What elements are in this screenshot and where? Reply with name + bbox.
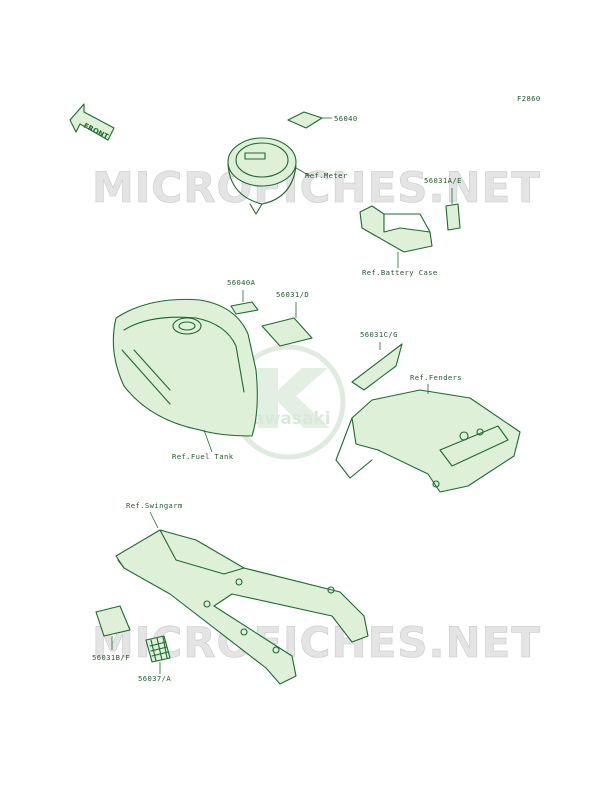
- part-56031c-g-label: 56031C/G: [351, 330, 403, 391]
- part-56040-text: 56040: [334, 114, 358, 123]
- part-56031a-e-text: 56031A/E: [424, 176, 462, 185]
- figure-code: F2860: [517, 94, 541, 103]
- ref-fenders-text: Ref.Fenders: [410, 373, 462, 382]
- part-56040a-text: 56040A: [227, 278, 256, 287]
- part-56037a-text: 56037/A: [138, 674, 171, 683]
- part-56031b-f-label: 56031B/F: [92, 605, 131, 662]
- front-arrow-icon: FRONT: [69, 103, 115, 141]
- part-56031c-g-text: 56031C/G: [360, 330, 398, 339]
- battery-case-part: Ref.Battery Case: [359, 205, 438, 277]
- part-56040-label: 56040: [287, 111, 358, 129]
- fender-part: Ref.Fenders: [335, 373, 521, 493]
- part-56040a-label: 56040A: [227, 278, 259, 315]
- ref-meter-text: Ref.Meter: [305, 171, 348, 180]
- part-56031d-label: 56031/D: [261, 290, 313, 347]
- watermark-top: MICROFICHES.NET: [92, 163, 541, 212]
- part-56031b-f-text: 56031B/F: [92, 653, 130, 662]
- ref-fuel-tank-text: Ref.Fuel Tank: [172, 452, 234, 461]
- swingarm-part: Ref.Swingarm: [115, 501, 369, 685]
- ref-battery-case-text: Ref.Battery Case: [362, 268, 438, 277]
- part-56031d-text: 56031/D: [276, 290, 309, 299]
- ref-swingarm-text: Ref.Swingarm: [126, 501, 183, 510]
- part-56031a-e-label: 56031A/E: [424, 176, 462, 231]
- kawasaki-logo-text: Kawasaki: [240, 409, 331, 429]
- meter-part: Ref.Meter: [227, 137, 348, 215]
- kawasaki-logo: Kawasaki: [230, 344, 346, 460]
- fuel-tank-part: Ref.Fuel Tank: [112, 298, 258, 461]
- part-56037a-label: 56037/A: [138, 635, 171, 683]
